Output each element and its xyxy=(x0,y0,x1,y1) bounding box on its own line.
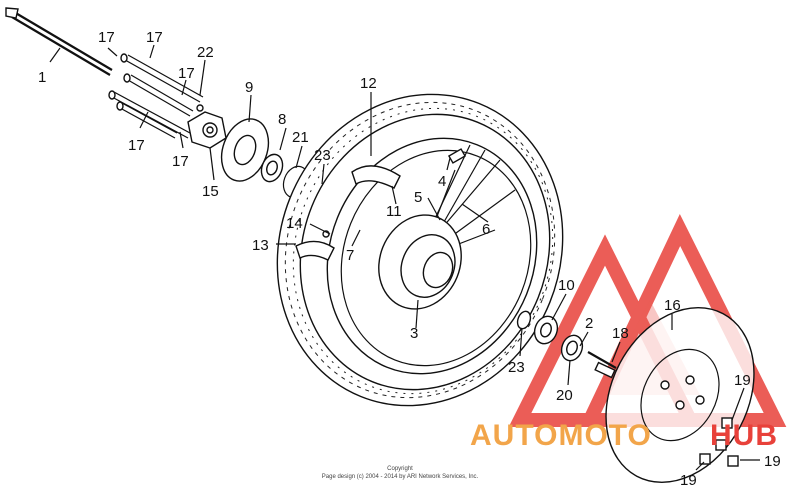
side-collar xyxy=(560,334,584,362)
brake-disc xyxy=(605,307,755,483)
speedometer-gearbox xyxy=(187,111,227,149)
tube-section-lower xyxy=(295,240,335,261)
callout-16: 16 xyxy=(664,297,681,314)
callout-19: 19 xyxy=(764,453,781,470)
callout-1: 1 xyxy=(38,69,46,86)
watermark-wordmark: AUTOMOTO HUB xyxy=(470,419,778,452)
callout-20: 20 xyxy=(556,387,573,404)
tube-section-upper xyxy=(351,165,401,189)
bolts-group xyxy=(108,53,204,139)
callout-8: 8 xyxy=(278,111,286,128)
callout-17: 17 xyxy=(178,65,195,82)
leader-lines xyxy=(49,44,760,471)
watermark-part2: HUB xyxy=(710,419,778,452)
callout-6: 6 xyxy=(482,221,490,238)
callout-17: 17 xyxy=(172,153,189,170)
copyright-line2: Page design (c) 2004 - 2014 by ARI Netwo… xyxy=(322,474,479,480)
callout-18: 18 xyxy=(612,325,629,342)
callout-13: 13 xyxy=(252,237,269,254)
dust-seal-right xyxy=(533,315,559,345)
watermark-part1: AUTOMOTO xyxy=(470,419,652,452)
copyright-notice: Copyright Page design (c) 2004 - 2014 by… xyxy=(322,466,479,480)
callout-9: 9 xyxy=(245,79,253,96)
callout-11: 11 xyxy=(386,203,402,220)
disc-nuts xyxy=(699,417,739,467)
callout-3: 3 xyxy=(410,325,418,342)
callout-17: 17 xyxy=(128,137,145,154)
callout-15: 15 xyxy=(202,183,219,200)
callout-2: 2 xyxy=(585,315,593,332)
callout-12: 12 xyxy=(360,75,377,92)
callout-17: 17 xyxy=(98,29,115,46)
callout-19: 19 xyxy=(734,372,751,389)
copyright-line1: Copyright xyxy=(387,466,413,472)
axle-nut xyxy=(587,351,617,379)
retainer-plate xyxy=(220,118,270,182)
callout-22: 22 xyxy=(197,44,214,61)
callout-14: 14 xyxy=(286,215,303,232)
hub xyxy=(378,214,462,310)
axle xyxy=(5,7,113,76)
callout-21: 21 xyxy=(292,129,309,146)
bearing-right xyxy=(516,310,532,330)
callout-10: 10 xyxy=(558,277,575,294)
spoke-nipple xyxy=(447,148,467,164)
callout-23: 23 xyxy=(314,147,331,164)
callout-numbers: 1 17 17 22 17 17 17 9 8 21 23 15 12 4 5 … xyxy=(38,29,781,489)
callout-23: 23 xyxy=(508,359,525,376)
callout-5: 5 xyxy=(414,189,422,206)
callout-17: 17 xyxy=(146,29,163,46)
callout-4: 4 xyxy=(438,173,446,190)
callout-7: 7 xyxy=(346,247,354,264)
callout-19: 19 xyxy=(680,472,697,489)
